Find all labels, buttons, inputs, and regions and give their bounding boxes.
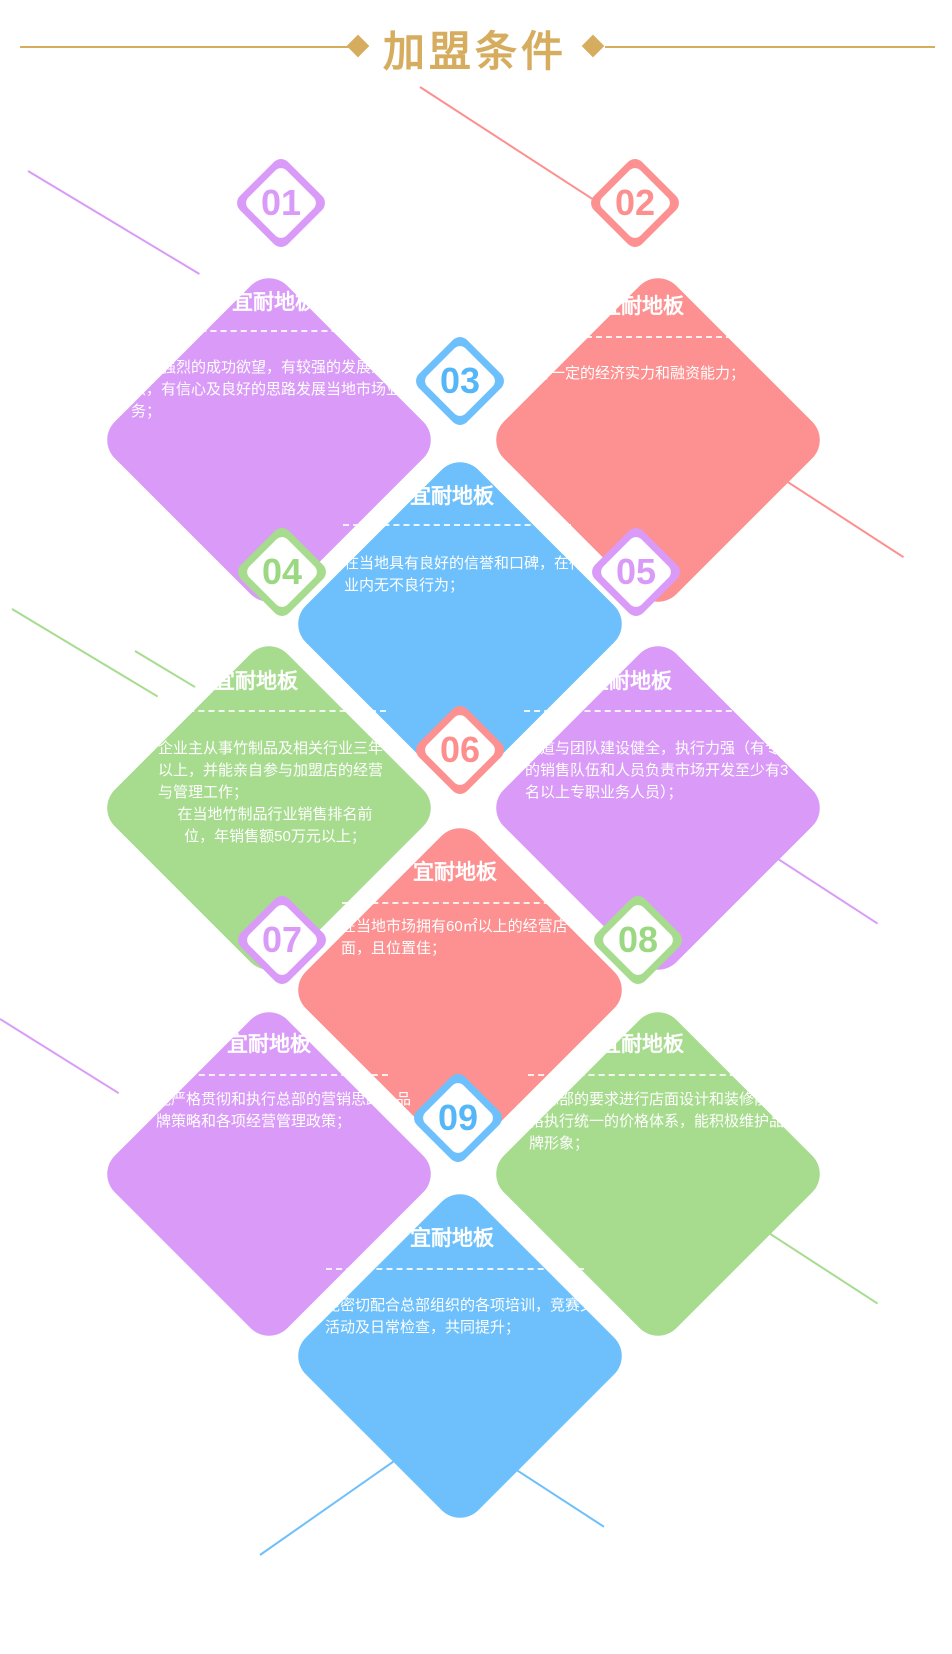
card-07-divider bbox=[158, 1074, 388, 1076]
badge-02-number: 02 bbox=[614, 182, 656, 223]
header-rule-left bbox=[20, 46, 350, 48]
badge-01-number: 01 bbox=[260, 182, 302, 223]
header-rule-right bbox=[605, 46, 935, 48]
badge-07-number: 07 bbox=[261, 919, 303, 960]
card-05-text: 渠道与团队建设健全，执行力强（有专业的销售队伍和人员负责市场开发至少有3名以上专… bbox=[525, 740, 796, 801]
card-09-divider bbox=[326, 1268, 584, 1270]
card-04-title: 宜耐地板 bbox=[214, 670, 298, 693]
card-06-title: 宜耐地板 bbox=[413, 861, 497, 884]
card-09-text: 能密切配合总部组织的各项培训，竞赛文化活动及日常检查，共同提升； bbox=[325, 1297, 611, 1336]
decor-stripe bbox=[0, 1018, 120, 1095]
card-08-text: 按总部的要求进行店面设计和装修能严格执行统一的价格体系，能积极维护品牌形象； bbox=[529, 1091, 785, 1152]
badge-09-number: 09 bbox=[437, 1097, 479, 1138]
card-03-text: 在当地具有良好的信誉和口碑，在行业内无不良行为； bbox=[344, 555, 585, 594]
badge-03-number: 03 bbox=[439, 360, 481, 401]
card-04-divider bbox=[158, 710, 386, 712]
header-diamond-right bbox=[581, 34, 605, 58]
card-08-divider bbox=[528, 1074, 756, 1076]
badge-08-number: 08 bbox=[617, 919, 659, 960]
header-diamond-left bbox=[346, 34, 370, 58]
card-04-text-2: 在当地竹制品行业销售排名前位，年销售额50万元以上； bbox=[177, 806, 373, 845]
decor-stripe bbox=[27, 170, 200, 275]
badge-05-number: 05 bbox=[615, 551, 657, 592]
card-07-title: 宜耐地板 bbox=[227, 1033, 311, 1056]
page-title: 加盟条件 bbox=[382, 28, 567, 75]
card-08-title: 宜耐地板 bbox=[600, 1033, 684, 1056]
card-06-divider bbox=[342, 902, 570, 904]
card-05-divider bbox=[524, 710, 752, 712]
badge-04-number: 04 bbox=[261, 551, 303, 592]
card-03-title: 宜耐地板 bbox=[410, 485, 494, 508]
decor-stripe bbox=[419, 86, 606, 208]
card-01-divider bbox=[160, 330, 388, 332]
card-05-title: 宜耐地板 bbox=[588, 670, 672, 693]
card-03-divider bbox=[343, 524, 571, 526]
card-04-text: 企业主从事竹制品及相关行业三年以上，并能亲自参与加盟店的经营与管理工作； bbox=[158, 740, 384, 801]
card-01-title: 宜耐地板 bbox=[232, 291, 316, 314]
card-06-text: 在当地市场拥有60㎡以上的经营店面，且位置佳； bbox=[341, 918, 568, 957]
card-09-title: 宜耐地板 bbox=[410, 1227, 494, 1250]
card-01-text: 具有强烈的成功欲望，有较强的发展意识，有信心及良好的思路发展当地市场业务； bbox=[131, 359, 402, 420]
card-02-divider bbox=[536, 336, 762, 338]
badge-06-number: 06 bbox=[439, 729, 481, 770]
card-07-text: 能严格贯彻和执行总部的营销思路，品牌策略和各项经营管理政策； bbox=[156, 1091, 412, 1130]
card-02-title: 宜耐地板 bbox=[600, 295, 684, 318]
card-02-text: 有一定的经济实力和融资能力； bbox=[535, 365, 746, 382]
